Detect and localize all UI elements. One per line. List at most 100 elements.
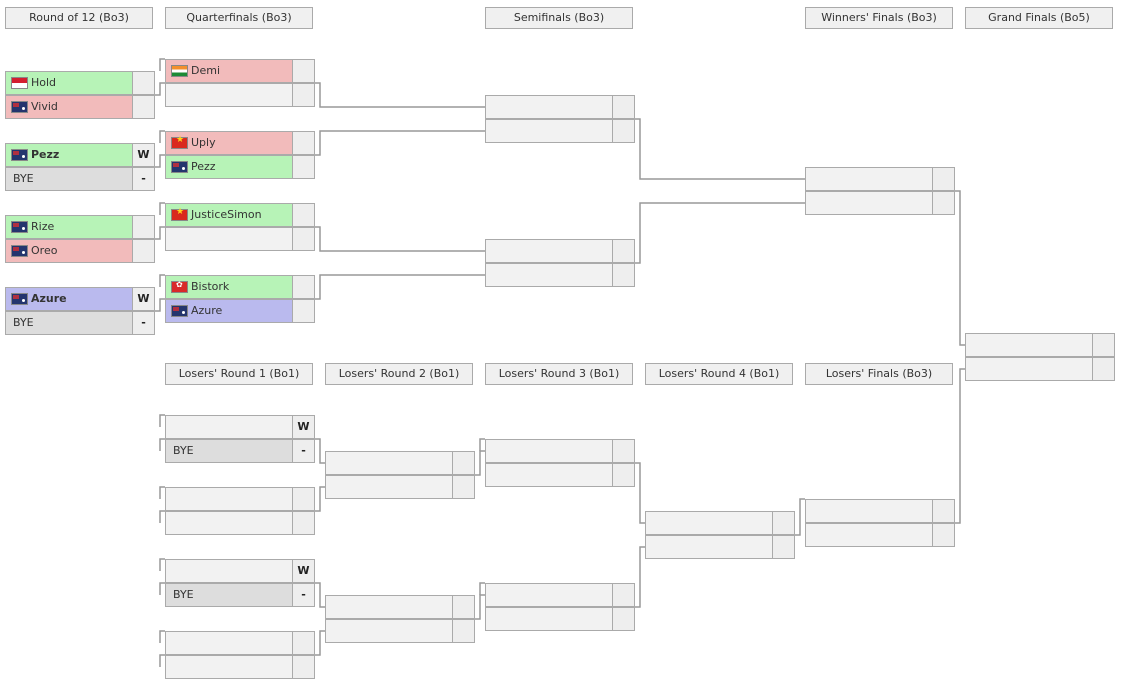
match-slot-qf-2-bot[interactable]: Pezz (165, 155, 315, 179)
player-name: BYE (173, 588, 194, 601)
match-slot-r12-1-bot[interactable]: Vivid (5, 95, 155, 119)
match-slot-lr1-3-bot[interactable]: BYE - (165, 583, 315, 607)
player-cell[interactable] (806, 192, 932, 214)
player-cell[interactable] (806, 524, 932, 546)
player-cell[interactable]: Pezz (166, 156, 292, 178)
player-cell[interactable]: BYE (166, 584, 292, 606)
player-cell[interactable] (966, 358, 1092, 380)
player-cell[interactable] (166, 228, 292, 250)
player-cell[interactable] (486, 120, 612, 142)
match-slot-lr1-1-top[interactable]: W (165, 415, 315, 439)
match-slot-r12-3-bot[interactable]: Oreo (5, 239, 155, 263)
player-cell[interactable]: Hold (6, 72, 132, 94)
match-slot-lr4-top[interactable] (645, 511, 795, 535)
player-cell[interactable]: Pezz (6, 144, 132, 166)
match-slot-lr1-2-bot[interactable] (165, 511, 315, 535)
player-cell[interactable]: Azure (6, 288, 132, 310)
match-slot-lf-bot[interactable] (805, 523, 955, 547)
score-cell (292, 488, 314, 510)
match-slot-sf-1-bot[interactable] (485, 119, 635, 143)
flag-au-icon (171, 305, 188, 317)
player-cell[interactable] (166, 84, 292, 106)
match-slot-r12-2-bot[interactable]: BYE- (5, 167, 155, 191)
player-cell[interactable] (166, 656, 292, 678)
player-cell[interactable] (646, 512, 772, 534)
match-slot-qf-3-bot[interactable] (165, 227, 315, 251)
match-slot-lr3-1-bot[interactable] (485, 463, 635, 487)
score-cell (612, 240, 634, 262)
match-slot-lr2-1-top[interactable] (325, 451, 475, 475)
player-name: Vivid (31, 100, 58, 113)
match-slot-qf-2-top[interactable]: Uply (165, 131, 315, 155)
player-cell[interactable] (486, 264, 612, 286)
match-slot-lr2-1-bot[interactable] (325, 475, 475, 499)
match-slot-lf-top[interactable] (805, 499, 955, 523)
match-slot-lr4-bot[interactable] (645, 535, 795, 559)
match-slot-lr1-4-bot[interactable] (165, 655, 315, 679)
match-slot-lr1-2-top[interactable] (165, 487, 315, 511)
flag-au-icon (11, 101, 28, 113)
player-cell[interactable] (166, 632, 292, 654)
match-slot-lr1-4-top[interactable] (165, 631, 315, 655)
player-cell[interactable] (166, 488, 292, 510)
player-cell[interactable] (326, 620, 452, 642)
match-slot-r12-1-top[interactable]: Hold (5, 71, 155, 95)
player-cell[interactable] (486, 240, 612, 262)
player-cell[interactable] (166, 512, 292, 534)
player-cell[interactable] (486, 584, 612, 606)
player-cell[interactable] (326, 476, 452, 498)
match-slot-qf-4-top[interactable]: Bistork (165, 275, 315, 299)
player-cell[interactable] (326, 452, 452, 474)
player-cell[interactable]: Azure (166, 300, 292, 322)
match-slot-r12-4-bot[interactable]: BYE- (5, 311, 155, 335)
match-slot-lr3-2-bot[interactable] (485, 607, 635, 631)
player-cell[interactable] (486, 96, 612, 118)
player-cell[interactable] (326, 596, 452, 618)
match-slot-lr2-2-top[interactable] (325, 595, 475, 619)
match-slot-lr1-1-bot[interactable]: BYE- (165, 439, 315, 463)
match-slot-lr3-1-top[interactable] (485, 439, 635, 463)
match-slot-r12-3-top[interactable]: Rize (5, 215, 155, 239)
match-slot-lr1-3-top[interactable]: W (165, 559, 315, 583)
score-cell (612, 96, 634, 118)
player-cell[interactable] (806, 500, 932, 522)
player-cell[interactable]: BYE (6, 312, 132, 334)
match-slot-wf-bot[interactable] (805, 191, 955, 215)
player-cell[interactable]: Rize (6, 216, 132, 238)
match-slot-sf-1-top[interactable] (485, 95, 635, 119)
player-cell[interactable]: JusticeSimon (166, 204, 292, 226)
score-cell (132, 240, 154, 262)
player-cell[interactable]: Uply (166, 132, 292, 154)
score-cell: W (292, 416, 314, 438)
player-cell[interactable] (966, 334, 1092, 356)
match-slot-qf-1-top[interactable]: Demi (165, 59, 315, 83)
match-slot-lr3-2-top[interactable] (485, 583, 635, 607)
player-cell[interactable] (166, 416, 292, 438)
player-cell[interactable] (486, 464, 612, 486)
player-cell[interactable]: Oreo (6, 240, 132, 262)
header-winners-finals: Winners' Finals (Bo3) (805, 7, 953, 29)
match-slot-gf-bot[interactable] (965, 357, 1115, 381)
match-slot-sf-2-top[interactable] (485, 239, 635, 263)
score-cell: - (292, 584, 314, 606)
match-slot-qf-4-bot[interactable]: Azure (165, 299, 315, 323)
match-slot-qf-1-bot[interactable] (165, 83, 315, 107)
player-name: Azure (191, 304, 223, 317)
player-cell[interactable] (486, 608, 612, 630)
match-slot-qf-3-top[interactable]: JusticeSimon (165, 203, 315, 227)
player-cell[interactable]: Bistork (166, 276, 292, 298)
match-slot-wf-top[interactable] (805, 167, 955, 191)
player-cell[interactable] (486, 440, 612, 462)
player-cell[interactable]: BYE (6, 168, 132, 190)
player-cell[interactable]: Demi (166, 60, 292, 82)
match-slot-gf-top[interactable] (965, 333, 1115, 357)
player-cell[interactable] (166, 560, 292, 582)
match-slot-sf-2-bot[interactable] (485, 263, 635, 287)
player-cell[interactable]: Vivid (6, 96, 132, 118)
player-cell[interactable]: BYE (166, 440, 292, 462)
match-slot-lr2-2-bot[interactable] (325, 619, 475, 643)
player-cell[interactable] (806, 168, 932, 190)
player-cell[interactable] (646, 536, 772, 558)
